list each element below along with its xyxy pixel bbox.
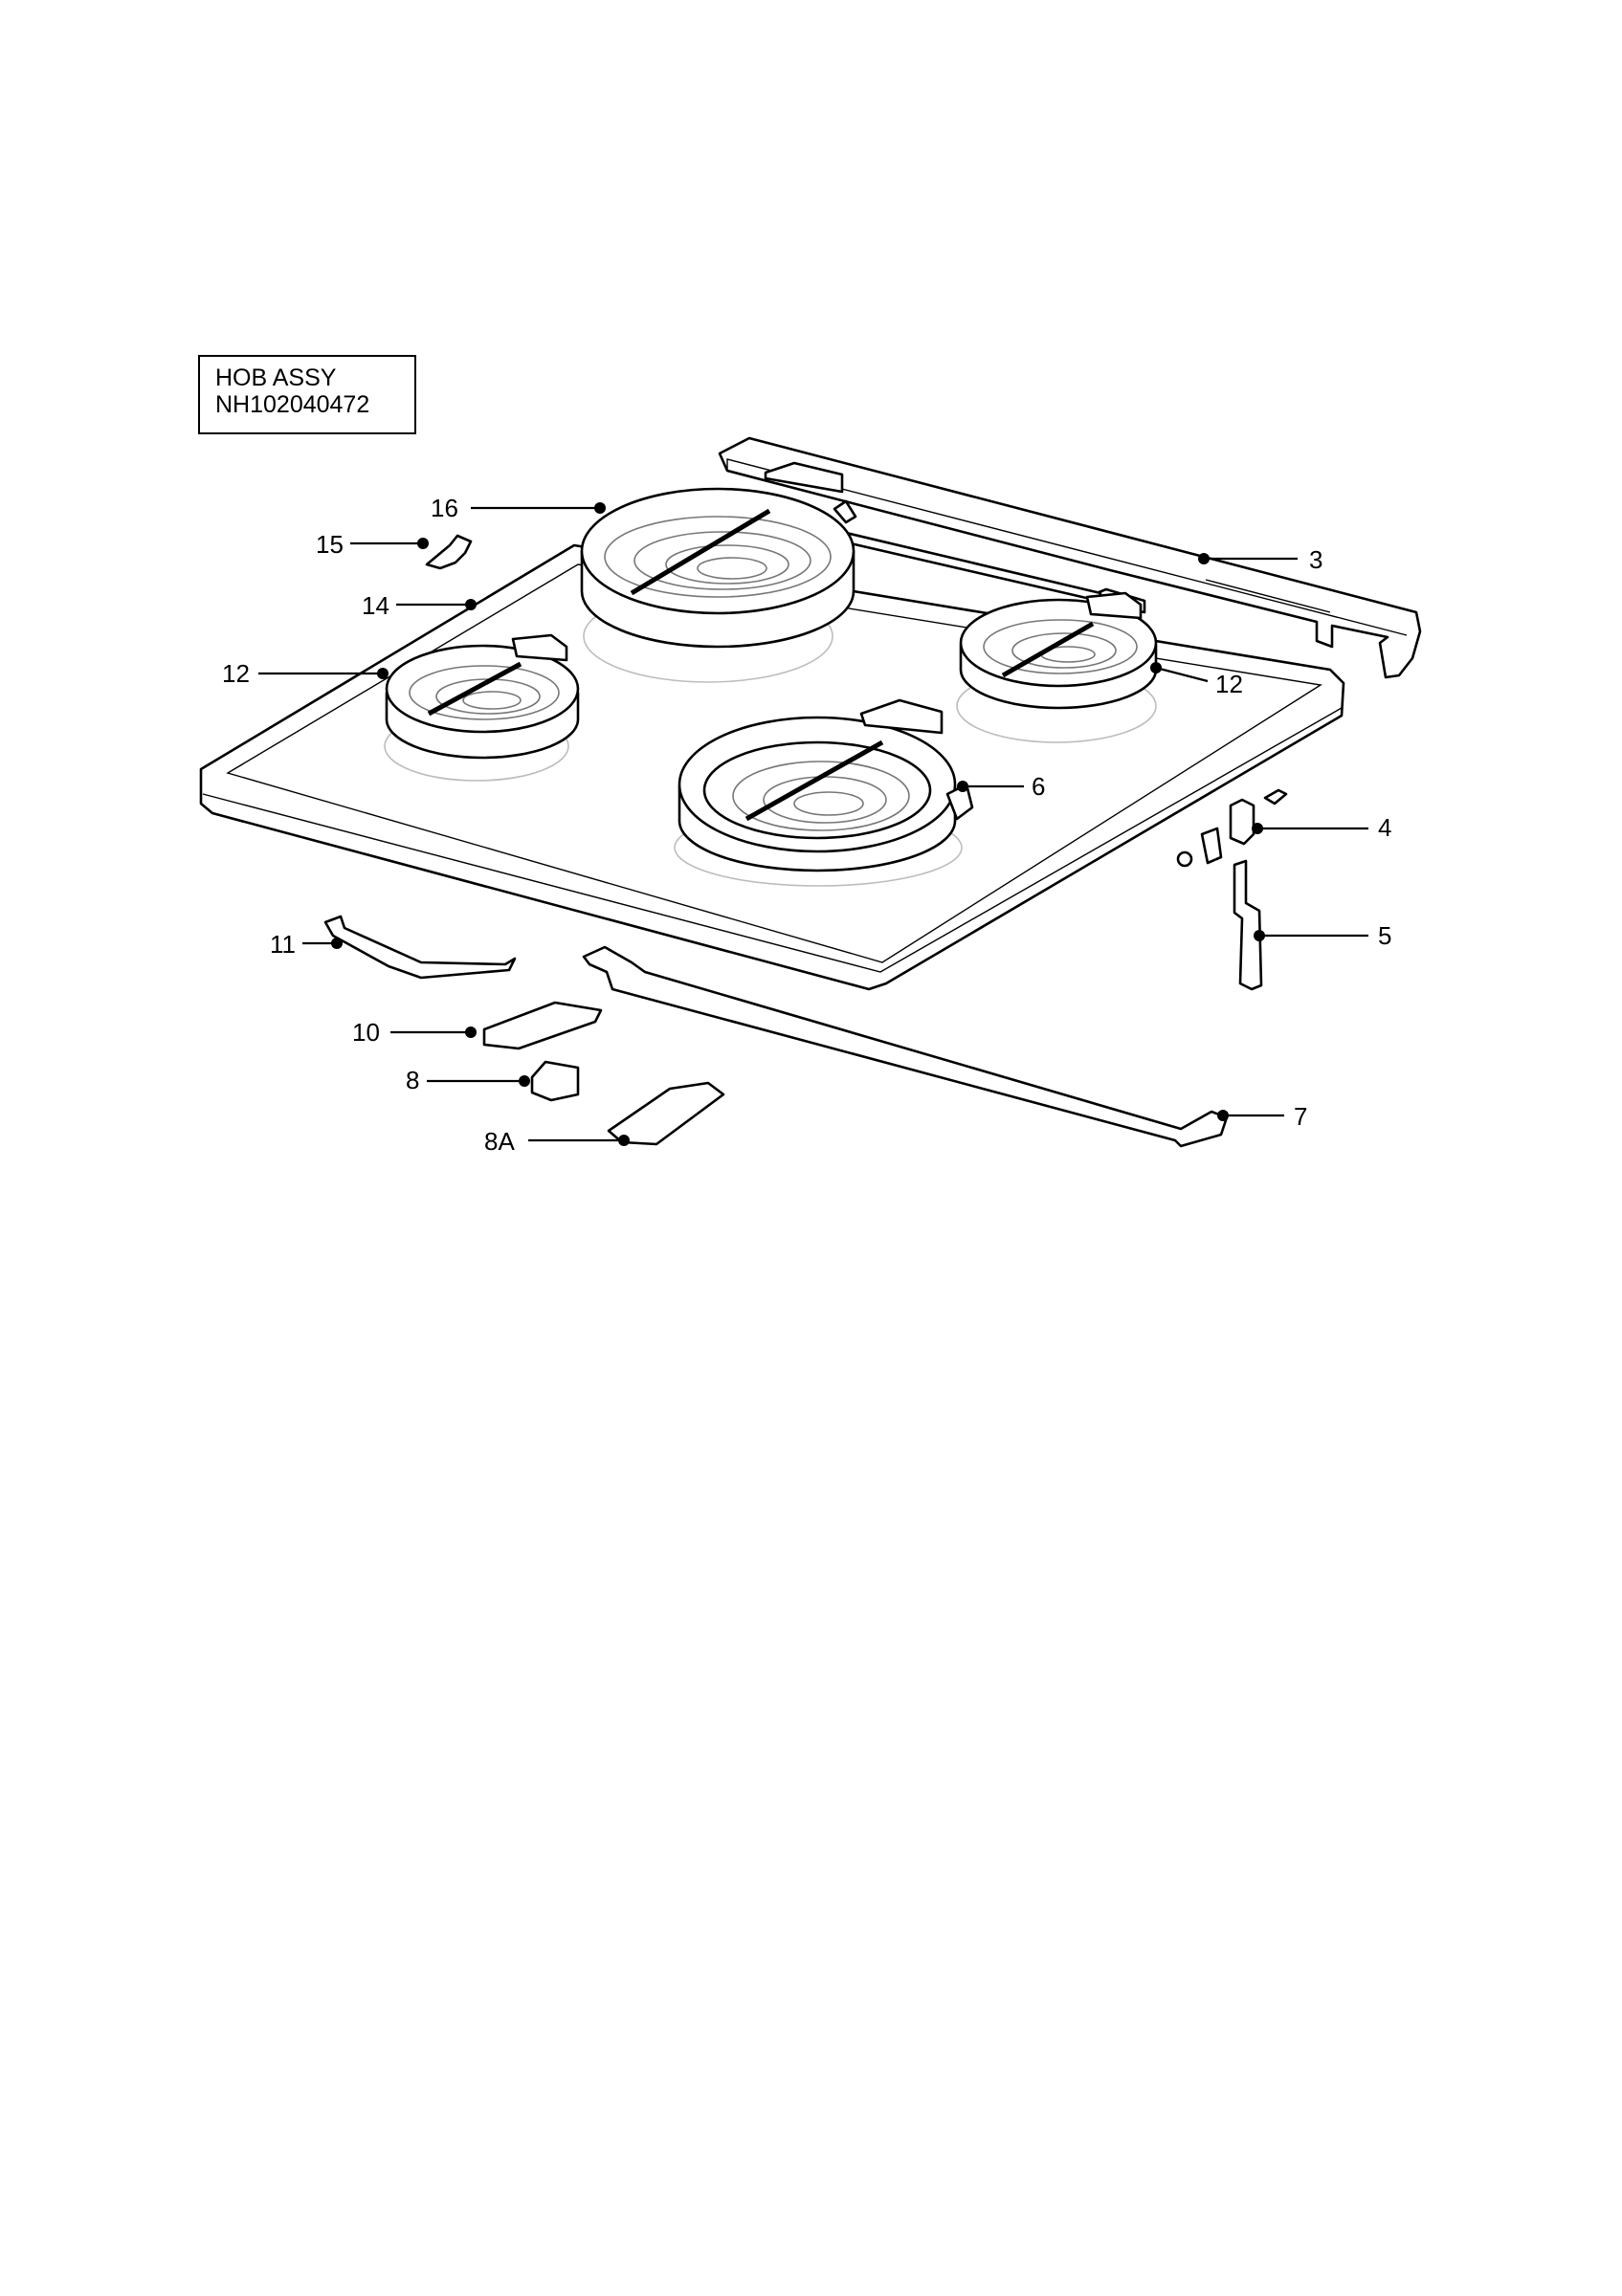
cover-part-10 xyxy=(482,1001,603,1050)
label-16: 16 xyxy=(431,494,458,522)
callout-14: 14 xyxy=(362,591,477,620)
assembly-name: HOB ASSY xyxy=(215,364,337,391)
trim-part-11 xyxy=(323,915,517,980)
callout-16: 16 xyxy=(431,494,606,522)
callout-8: 8 xyxy=(406,1066,530,1094)
title-box: HOB ASSY NH102040472 xyxy=(198,355,416,434)
callout-10: 10 xyxy=(352,1018,477,1047)
callout-3: 3 xyxy=(1198,545,1322,574)
label-8a: 8A xyxy=(484,1127,515,1156)
label-5: 5 xyxy=(1378,921,1391,950)
hotplate-part-16 xyxy=(580,487,857,649)
callout-12-left: 12 xyxy=(222,659,389,688)
clip-part-15 xyxy=(425,534,473,570)
rail-part-7 xyxy=(582,945,1229,1148)
callout-5: 5 xyxy=(1254,921,1391,950)
label-15: 15 xyxy=(316,530,344,559)
callout-4: 4 xyxy=(1252,813,1391,842)
label-4: 4 xyxy=(1378,813,1391,842)
switch-part-8 xyxy=(530,1060,580,1102)
hotplate-part-6 xyxy=(678,698,974,872)
callout-7: 7 xyxy=(1217,1102,1307,1131)
part-number: NH102040472 xyxy=(215,391,370,418)
hotplate-part-12-left xyxy=(385,633,580,760)
callout-6: 6 xyxy=(957,772,1045,801)
label-6: 6 xyxy=(1032,772,1045,801)
hotplate-part-12-right xyxy=(959,591,1158,710)
label-12-left: 12 xyxy=(222,659,250,688)
label-7: 7 xyxy=(1294,1102,1307,1131)
callout-12-right: 12 xyxy=(1150,662,1243,698)
label-11: 11 xyxy=(270,930,296,959)
callout-8a: 8A xyxy=(484,1127,630,1156)
label-8: 8 xyxy=(406,1066,419,1094)
bracket-part-4 xyxy=(1176,788,1288,868)
callout-11: 11 xyxy=(270,930,343,959)
label-14: 14 xyxy=(362,591,389,620)
label-12-right: 12 xyxy=(1215,670,1243,698)
callout-15: 15 xyxy=(316,530,429,559)
label-10: 10 xyxy=(352,1018,380,1047)
bracket-part-5 xyxy=(1233,859,1263,991)
label-3: 3 xyxy=(1309,545,1322,574)
